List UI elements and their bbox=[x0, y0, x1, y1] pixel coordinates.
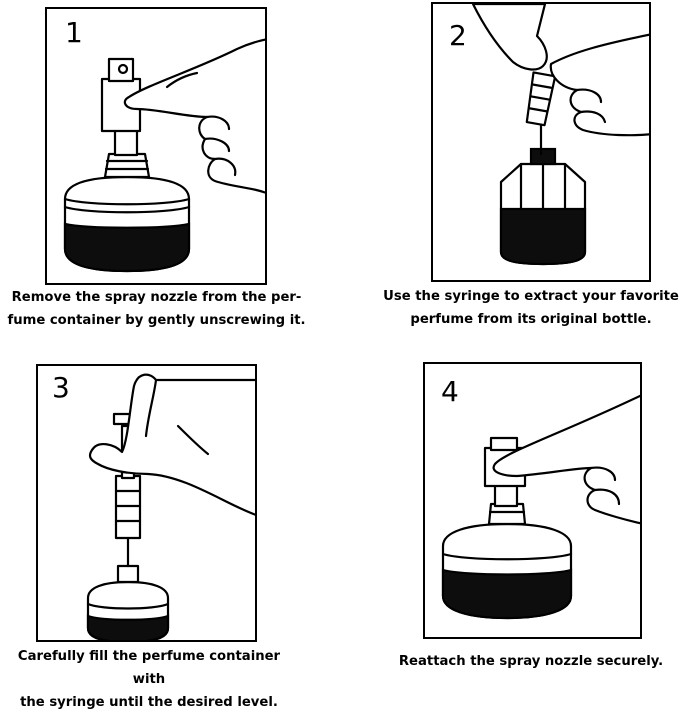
step-4-number: 4 bbox=[441, 375, 459, 408]
step-1-number: 1 bbox=[65, 16, 83, 49]
step-2-caption-line-2: perfume from its original bottle. bbox=[410, 312, 652, 327]
step-3-panel: 3 bbox=[36, 364, 257, 642]
syringe-extracting-from-bottle-illustration bbox=[471, 4, 649, 266]
step-2-panel: 2 bbox=[431, 2, 651, 282]
step-3-number: 3 bbox=[52, 371, 70, 404]
step-1-panel: 1 bbox=[45, 7, 267, 285]
step-1-caption-line-1: Remove the spray nozzle from the per- bbox=[11, 290, 302, 305]
step-2-caption: Use the syringe to extract your favorite… bbox=[383, 285, 679, 331]
syringe-filling-container-illustration bbox=[86, 373, 255, 640]
step-2-caption-line-1: Use the syringe to extract your favorite bbox=[383, 289, 679, 304]
step-4-caption-line-1: Reattach the spray nozzle securely. bbox=[398, 654, 664, 669]
step-3-caption-line-1: Carefully fill the perfume container wit… bbox=[17, 649, 281, 687]
step-4-panel: 4 bbox=[423, 362, 642, 639]
step-4-caption: Reattach the spray nozzle securely. bbox=[383, 650, 679, 673]
step-1-caption-line-2: fume container by gently unscrewing it. bbox=[7, 313, 306, 328]
step-3-caption-line-2: the syringe until the desired level. bbox=[20, 695, 278, 710]
hand-reattaching-nozzle-illustration bbox=[441, 394, 640, 620]
step-3-caption: Carefully fill the perfume container wit… bbox=[0, 645, 298, 714]
hand-removing-spray-nozzle-illustration bbox=[63, 38, 265, 273]
step-2-number: 2 bbox=[449, 19, 467, 52]
step-1-caption: Remove the spray nozzle from the per- fu… bbox=[0, 286, 313, 332]
